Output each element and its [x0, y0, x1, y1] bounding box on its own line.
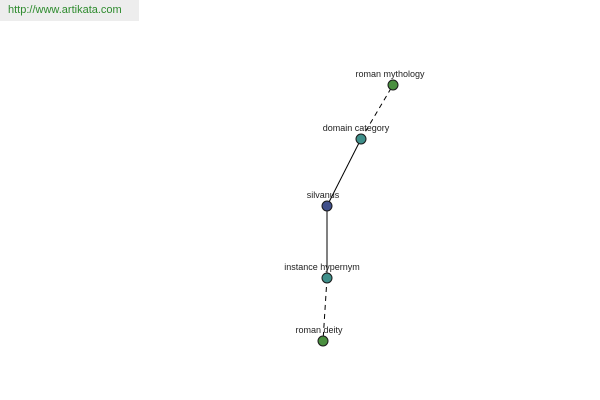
node-instance-hypernym[interactable] [321, 272, 333, 284]
edge-silvanus-domain-category [326, 138, 362, 207]
edge-domain-category-roman-mythology [360, 84, 394, 140]
label-silvanus: silvanus [307, 190, 340, 200]
edge-instance-hypernym-roman-deity [322, 277, 328, 342]
watermark-link[interactable]: http://www.artikata.com [0, 0, 139, 21]
label-instance-hypernym: instance hypernym [284, 262, 360, 272]
node-roman-deity[interactable] [317, 335, 329, 347]
label-roman-deity: roman deity [295, 325, 343, 335]
label-domain-category: domain category [323, 123, 390, 133]
node-domain-category[interactable] [355, 133, 367, 145]
node-silvanus[interactable] [321, 200, 333, 212]
node-roman-mythology[interactable] [387, 79, 399, 91]
label-roman-mythology: roman mythology [355, 69, 425, 79]
